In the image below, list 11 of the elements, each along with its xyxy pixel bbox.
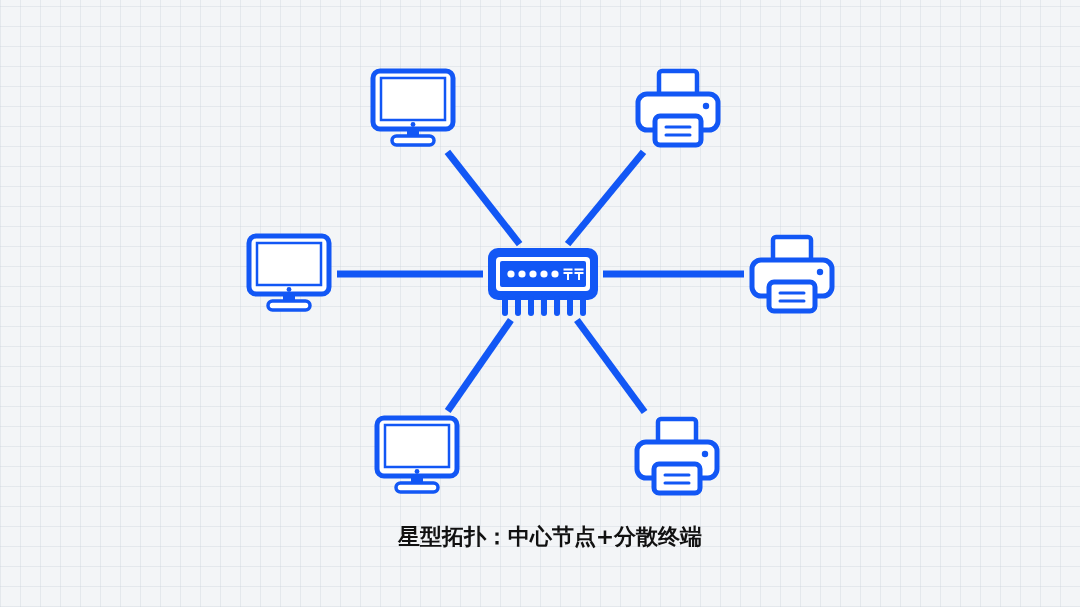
- connector-line: [564, 149, 647, 247]
- connector-line: [574, 317, 648, 415]
- monitor-icon: [246, 233, 332, 313]
- monitor-icon: [370, 68, 456, 148]
- printer-icon: [634, 416, 720, 496]
- network-switch-icon: [488, 248, 598, 316]
- connector-line: [444, 149, 523, 247]
- caption: 星型拓扑：中心节点+分散终端: [396, 523, 704, 551]
- printer-icon: [635, 68, 721, 148]
- monitor-icon: [374, 415, 460, 495]
- printer-icon: [749, 234, 835, 314]
